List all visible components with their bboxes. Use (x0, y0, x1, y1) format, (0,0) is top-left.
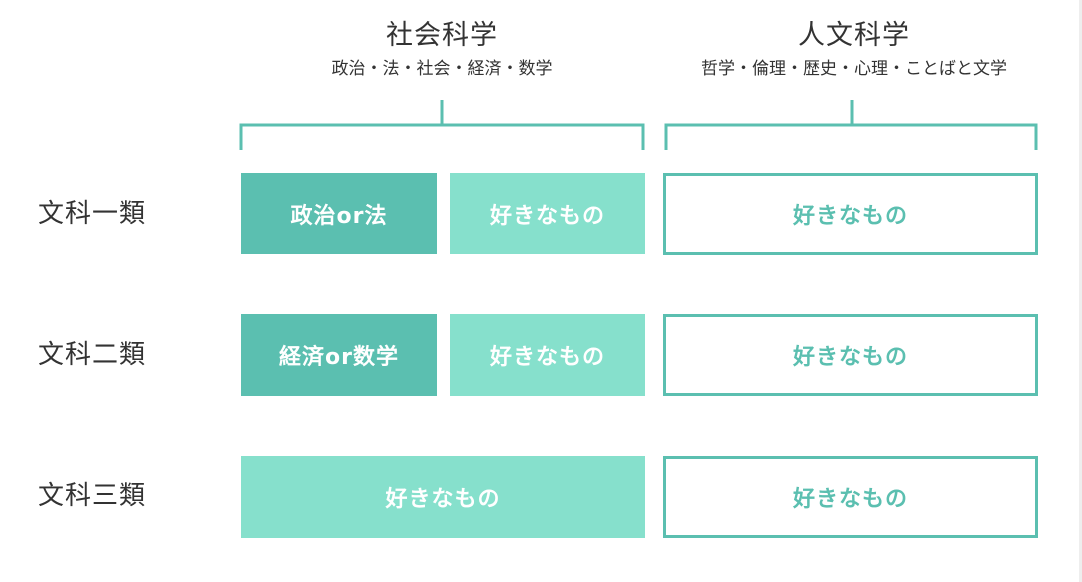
social-science-bracket (239, 100, 645, 150)
social-choice-box: 好きなもの (450, 173, 645, 254)
row-label-bunka-2: 文科二類 (38, 340, 147, 370)
row-label-bunka-3: 文科三類 (38, 481, 147, 511)
required-subject-box: 経済or数学 (241, 314, 437, 396)
humanities-title: 人文科学 (798, 20, 910, 51)
social-science-subtitle: 政治・法・社会・経済・数学 (331, 59, 553, 79)
row-label-bunka-1: 文科一類 (38, 199, 147, 229)
humanities-bracket (664, 100, 1038, 150)
right-edge-border (1079, 0, 1082, 582)
social-science-title: 社会科学 (386, 20, 498, 51)
humanities-subtitle: 哲学・倫理・歴史・心理・ことばと文学 (701, 59, 1007, 79)
humanities-choice-box: 好きなもの (663, 456, 1038, 538)
required-subject-box: 政治or法 (241, 173, 437, 254)
humanities-choice-box: 好きなもの (663, 314, 1038, 396)
social-choice-box: 好きなもの (450, 314, 645, 396)
humanities-choice-box: 好きなもの (663, 173, 1038, 255)
humanities-header: 人文科学 哲学・倫理・歴史・心理・ことばと文学 (636, 20, 1072, 80)
social-science-header: 社会科学 政治・法・社会・経済・数学 (240, 20, 644, 80)
social-choice-box: 好きなもの (241, 456, 645, 538)
